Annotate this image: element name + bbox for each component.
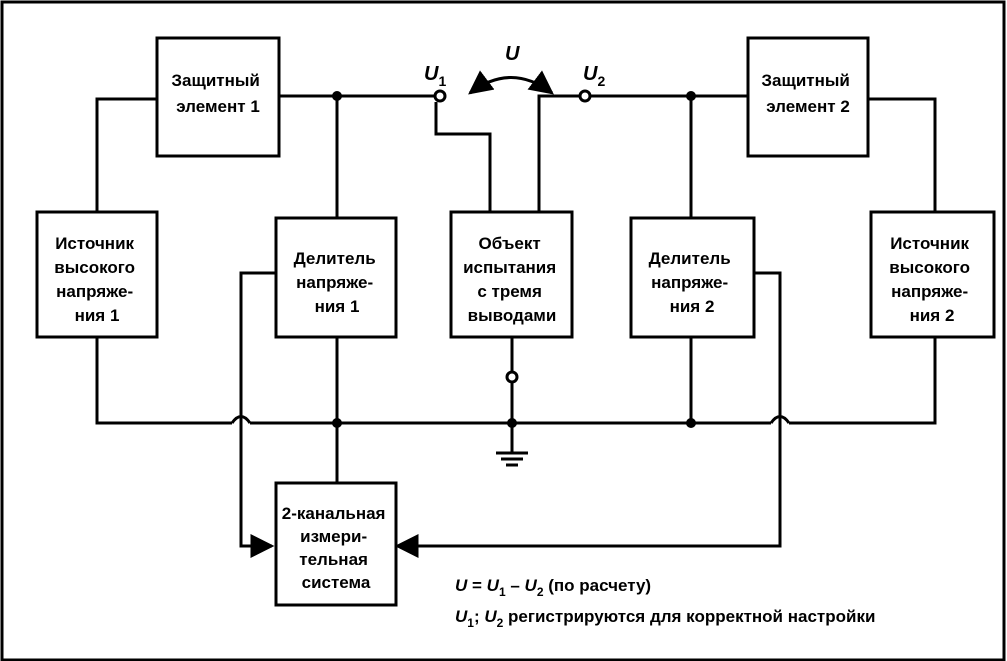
registration-note: U1; U2 регистрируются для корректной нас… [455, 607, 875, 630]
source2-label: Источник высокого напряже- ния 2 [889, 234, 974, 325]
u-label: U [505, 43, 520, 65]
divider2-box [629, 216, 756, 339]
junction-node-2 [686, 91, 696, 101]
wires [95, 94, 937, 558]
object-box [449, 210, 574, 339]
wire-source1-protect1 [95, 97, 157, 212]
wire-bottom-bus-right [789, 337, 937, 425]
protect1-box [155, 36, 281, 158]
wire-divider1-measure-lead [239, 271, 276, 558]
junction-dots [332, 91, 696, 428]
divider2-label: Делитель напряже- ния 2 [649, 249, 736, 316]
source1-label: Источник высокого напряже- ния 1 [54, 234, 139, 325]
wire-protect2-source2 [868, 97, 937, 212]
measure-label: 2-канальная измери- тельная система [282, 504, 390, 592]
source2-box [869, 210, 996, 339]
u-voltage-arrow [468, 70, 554, 95]
divider1-box [274, 216, 398, 339]
protect2-label: Защитный элемент 2 [761, 71, 854, 116]
wire-object-left [434, 102, 492, 212]
protect2-box [746, 36, 870, 158]
formula-note: U = U1 – U2 (по расчету) [455, 576, 651, 599]
component-boxes [35, 36, 996, 607]
wire-bottom-bus-left [95, 337, 232, 425]
wire-object-right [537, 94, 579, 212]
junction-bus-1 [332, 418, 342, 428]
u1-label: U1 [424, 63, 446, 89]
u2-label: U2 [583, 63, 605, 89]
measure-box [274, 481, 398, 607]
object-label: Объект испытания с тремя выводами [463, 234, 561, 325]
source1-box [35, 210, 159, 339]
open-terminals [433, 89, 592, 384]
junction-bus-ground [507, 418, 517, 428]
ground-icon [496, 451, 528, 467]
terminal-u2 [578, 89, 592, 103]
terminal-ground [505, 370, 519, 384]
junction-node-1 [332, 91, 342, 101]
wire-divider2-measure-lead [394, 271, 782, 558]
junction-bus-2 [686, 418, 696, 428]
terminal-u1 [433, 89, 447, 103]
protect1-label: Защитный элемент 1 [171, 71, 264, 116]
divider1-label: Делитель напряже- ния 1 [294, 249, 381, 316]
